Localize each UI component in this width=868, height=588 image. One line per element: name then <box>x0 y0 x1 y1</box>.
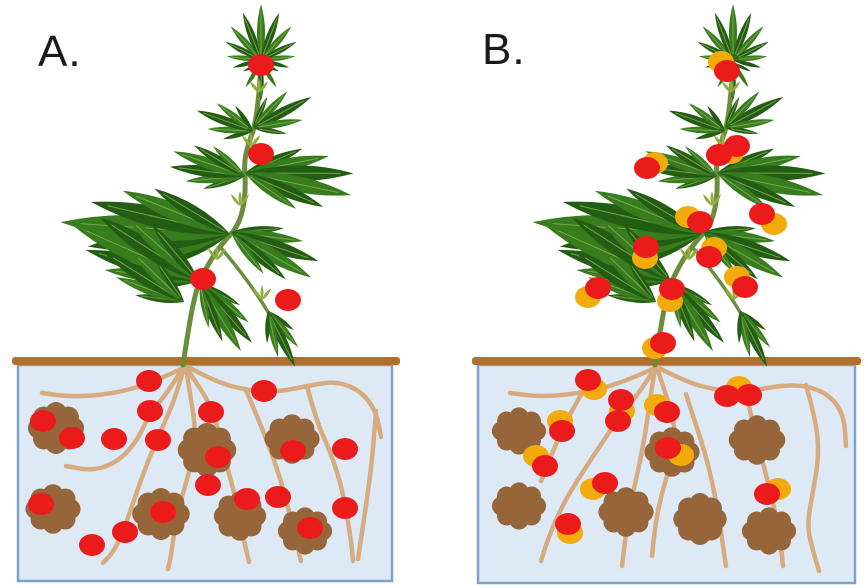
plant-B <box>532 4 826 368</box>
red-dot <box>280 440 306 462</box>
red-dot <box>549 420 575 442</box>
red-dot <box>696 246 722 268</box>
soil-surface-bar-A <box>12 357 400 365</box>
red-dot <box>608 389 634 411</box>
red-dot <box>650 332 676 354</box>
panel-A <box>12 4 400 583</box>
red-dot <box>59 427 85 449</box>
red-dot <box>28 493 54 515</box>
red-dot <box>79 534 105 556</box>
red-dot <box>634 157 660 179</box>
soil-box-B <box>472 357 861 585</box>
red-dot <box>332 438 358 460</box>
red-dot <box>655 437 681 459</box>
red-dot <box>251 380 277 402</box>
red-dot <box>190 268 216 290</box>
red-dot <box>101 428 127 450</box>
red-dot <box>136 370 162 392</box>
red-dot <box>332 497 358 519</box>
red-dot <box>137 400 163 422</box>
red-dot <box>714 60 740 82</box>
red-dot <box>732 276 758 298</box>
red-dot <box>297 517 323 539</box>
soil-aggregates-B <box>491 407 797 555</box>
panel-b-label: B. <box>482 25 526 74</box>
red-dot <box>754 483 780 505</box>
red-dot <box>592 472 618 494</box>
red-dot <box>275 289 301 311</box>
soil-box-A <box>12 357 400 583</box>
red-dot <box>248 143 274 165</box>
markers-B <box>523 51 791 544</box>
red-dot <box>145 429 171 451</box>
plant-A <box>60 4 354 368</box>
red-dot <box>234 488 260 510</box>
red-dot <box>654 401 680 423</box>
red-dot <box>532 455 558 477</box>
markers-A <box>28 54 358 556</box>
red-dot <box>706 144 732 166</box>
red-dot <box>195 474 221 496</box>
red-dot <box>575 369 601 391</box>
red-dot <box>633 236 659 258</box>
red-dot <box>749 203 775 225</box>
red-dot <box>205 446 231 468</box>
red-dot <box>265 486 291 508</box>
panel-a-label: A. <box>38 27 82 76</box>
red-dot <box>687 211 713 233</box>
panel-B <box>472 4 861 585</box>
red-dot <box>248 54 274 76</box>
red-dot <box>150 501 176 523</box>
red-dot <box>714 385 740 407</box>
red-dot <box>605 410 631 432</box>
red-dot <box>659 278 685 300</box>
red-dot <box>112 521 138 543</box>
soil-surface-bar-B <box>472 357 861 365</box>
red-dot <box>30 410 56 432</box>
red-dot <box>585 277 611 299</box>
red-dot <box>198 401 224 423</box>
red-dot <box>555 513 581 535</box>
red-dot <box>736 384 762 406</box>
